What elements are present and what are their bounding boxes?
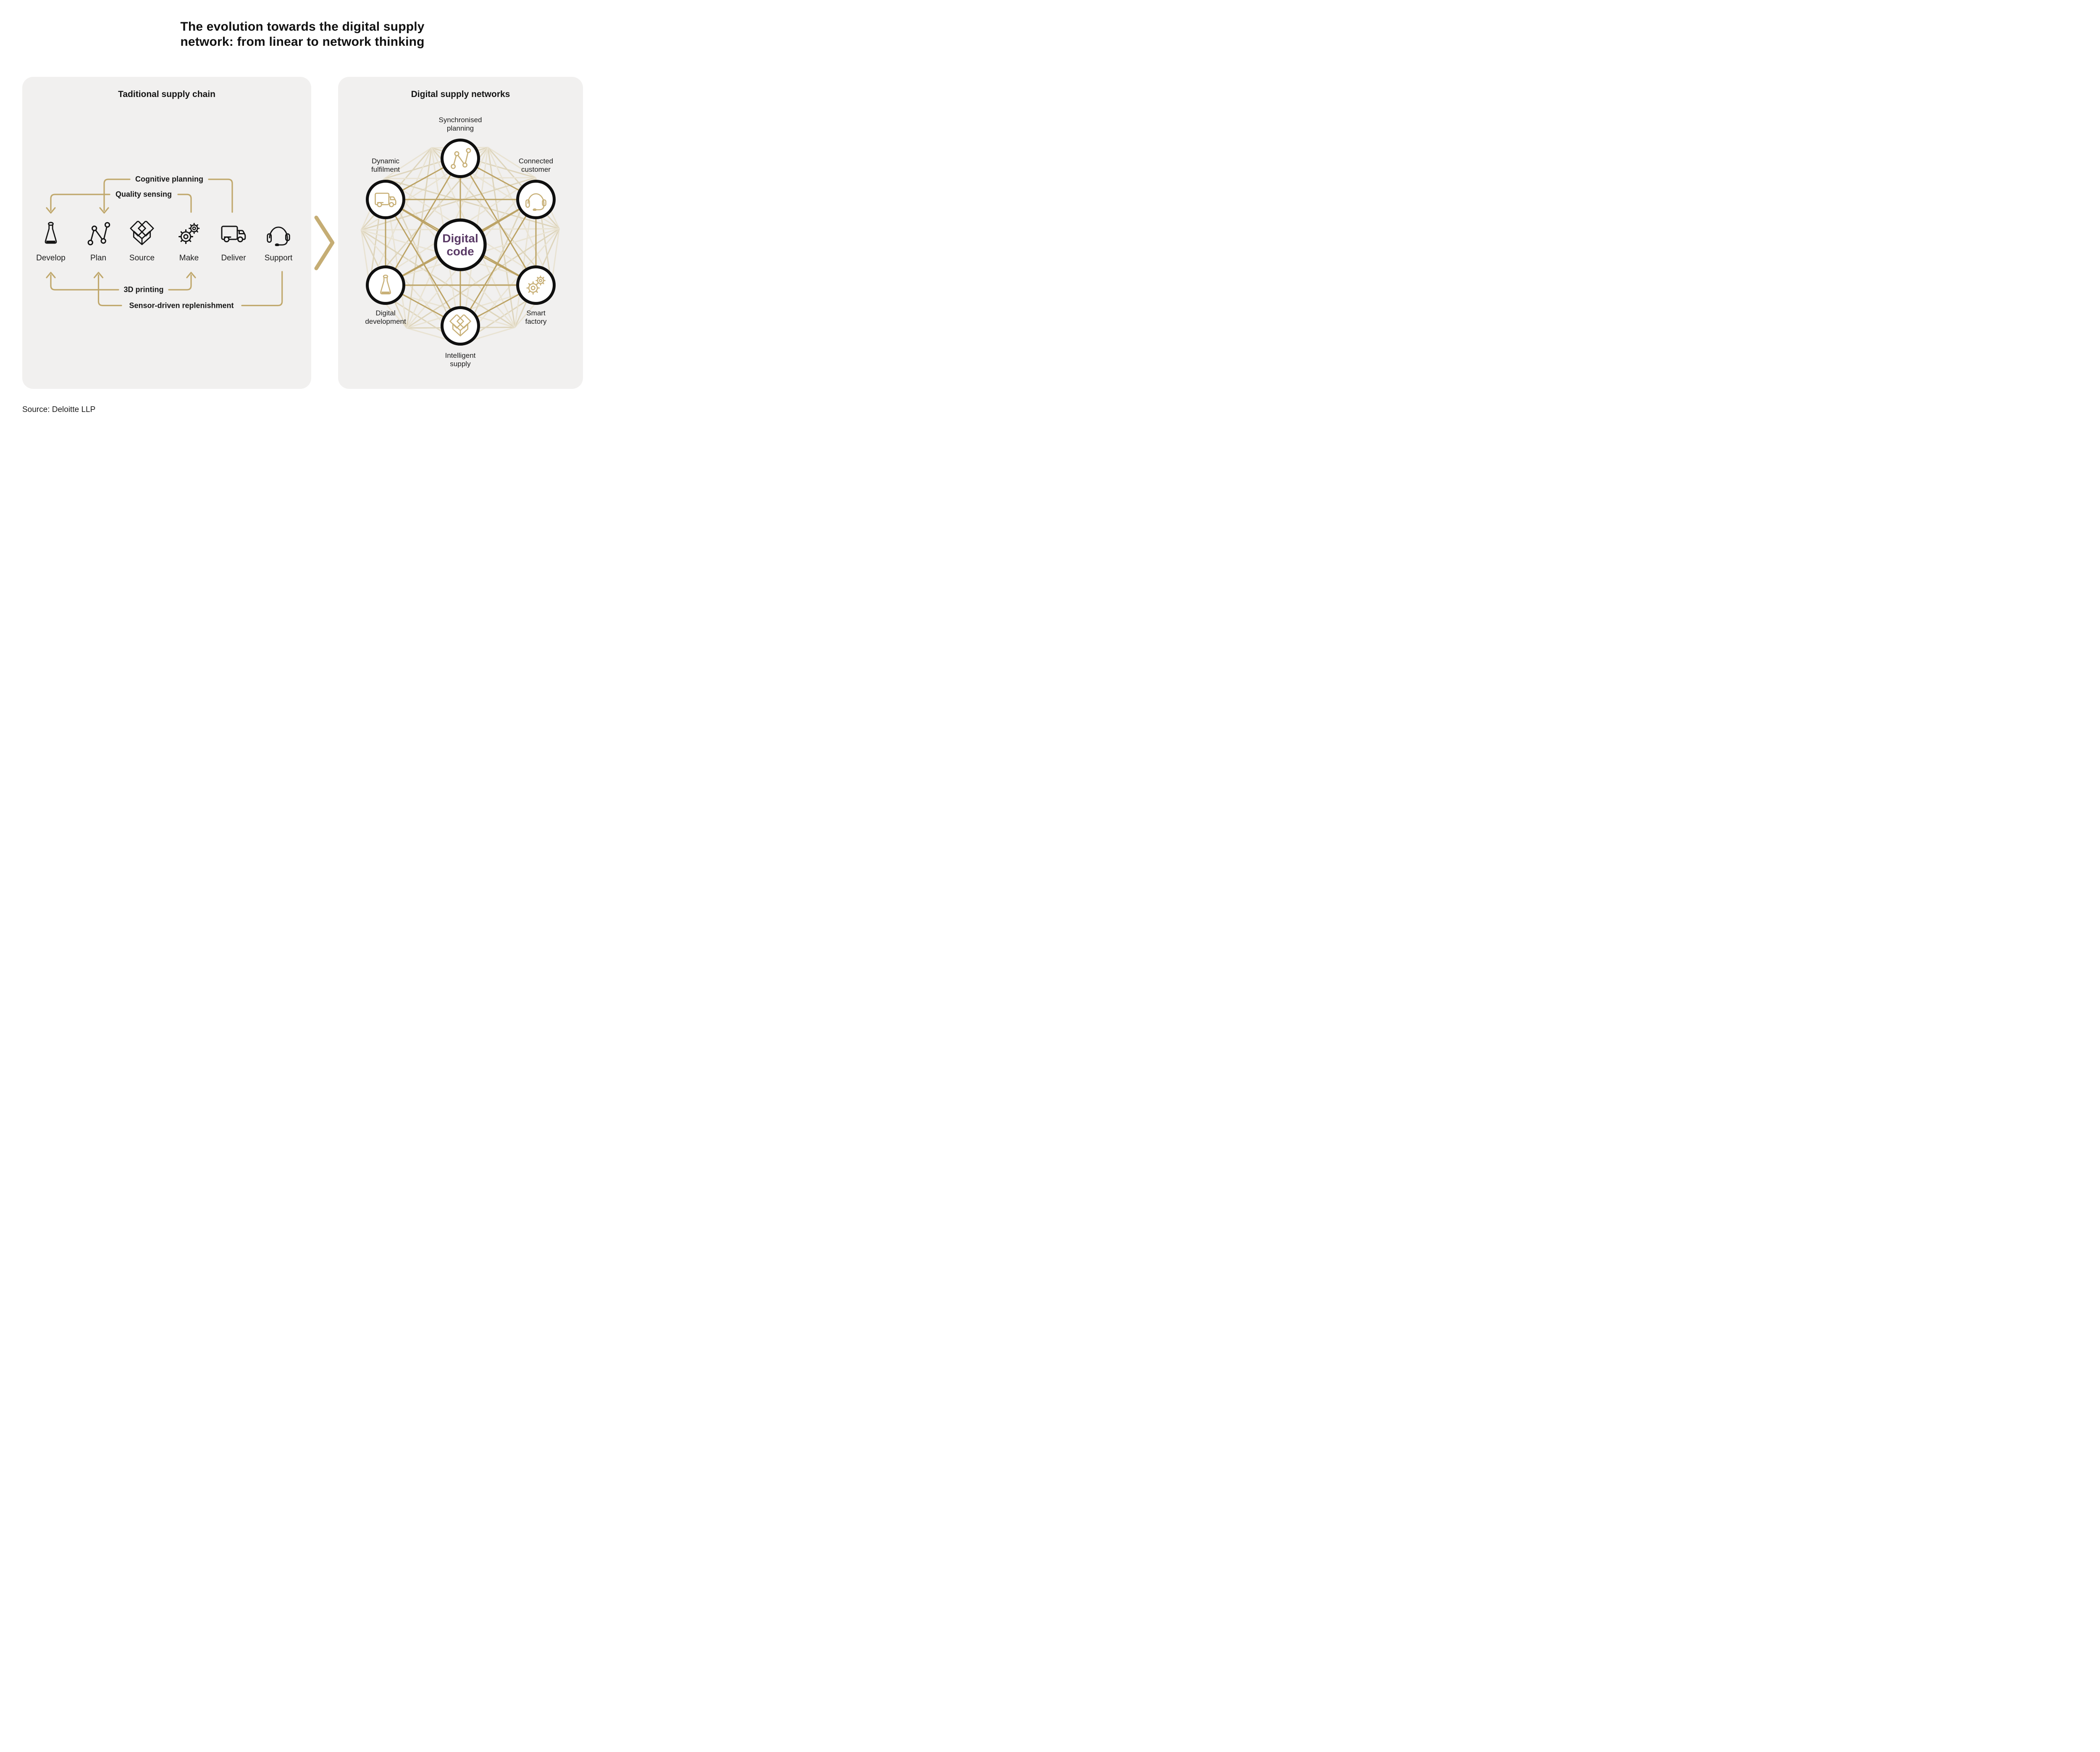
step-label-deliver: Deliver [221, 254, 246, 262]
network-nodes [366, 139, 556, 346]
arrow-down-icon [99, 207, 109, 214]
digital-panel-title: Digital supply networks [411, 89, 510, 99]
node-label-intelligent-supply: Intelligent supply [445, 351, 476, 368]
node-circle-digital-development [366, 265, 405, 305]
arrow-down-icon [46, 207, 56, 214]
page-title: The evolution towards the digital supply… [0, 19, 605, 50]
digital-code-label: Digital code [442, 232, 478, 258]
node-label-connected-customer: Connected customer [518, 157, 554, 173]
printing-connector-right [168, 274, 192, 291]
page-title-line2: network: from linear to network thinking [180, 35, 425, 49]
infographic-page: The evolution towards the digital supply… [0, 0, 605, 438]
quality-sensing-connector-left [50, 194, 110, 211]
printing-sensor-connector-mid [97, 274, 122, 307]
node-circle-digital-code [434, 218, 487, 271]
step-label-plan: Plan [90, 254, 107, 262]
printing-connector-left [50, 274, 119, 291]
annotation-3d-printing: 3D printing [123, 285, 164, 294]
traditional-flow-connectors [46, 178, 283, 307]
quality-sensing-connector-right [177, 194, 192, 213]
cognitive-planning-connector-left [103, 178, 131, 211]
arrow-up-icon [186, 272, 196, 278]
traditional-panel-title: Taditional supply chain [118, 89, 215, 99]
truck-icon [221, 226, 246, 242]
source-text: Source: Deloitte LLP [22, 405, 96, 414]
cognitive-planning-connector-right [208, 178, 233, 213]
node-circle-connected-customer [516, 180, 556, 219]
node-label-dynamic-fulfilment: Dynamic fulfilment [371, 157, 400, 173]
gears-icon [178, 223, 200, 244]
diagram-artwork [0, 139, 560, 346]
traditional-step-icons [45, 221, 290, 246]
zigzag-chart-icon [87, 222, 110, 246]
step-label-develop: Develop [36, 254, 66, 262]
annotation-sensor-driven: Sensor-driven replenishment [129, 301, 234, 309]
node-label-digital-development: Digital development [365, 309, 406, 325]
annotation-cognitive-planning: Cognitive planning [135, 175, 203, 184]
arrow-up-icon [46, 272, 56, 278]
node-label-synchronised-planning: Synchronised planning [438, 116, 482, 132]
node-circle-intelligent-supply [441, 306, 480, 346]
annotation-quality-sensing: Quality sensing [115, 190, 172, 199]
node-circle-dynamic-fulfilment [366, 180, 405, 219]
traditional-supply-chain-panel [22, 77, 311, 389]
node-label-smart-factory: Smart factory [525, 309, 547, 325]
headset-icon [267, 226, 290, 246]
page-title-line1: The evolution towards the digital supply [180, 20, 425, 34]
step-label-make: Make [179, 254, 199, 262]
arrow-up-icon [93, 272, 104, 278]
step-label-source: Source [129, 254, 155, 262]
chevron-right-icon [314, 215, 335, 270]
flask-icon [45, 223, 56, 243]
sensor-connector-right [241, 271, 283, 307]
step-label-support: Support [264, 254, 293, 262]
open-box-icon [130, 221, 154, 245]
